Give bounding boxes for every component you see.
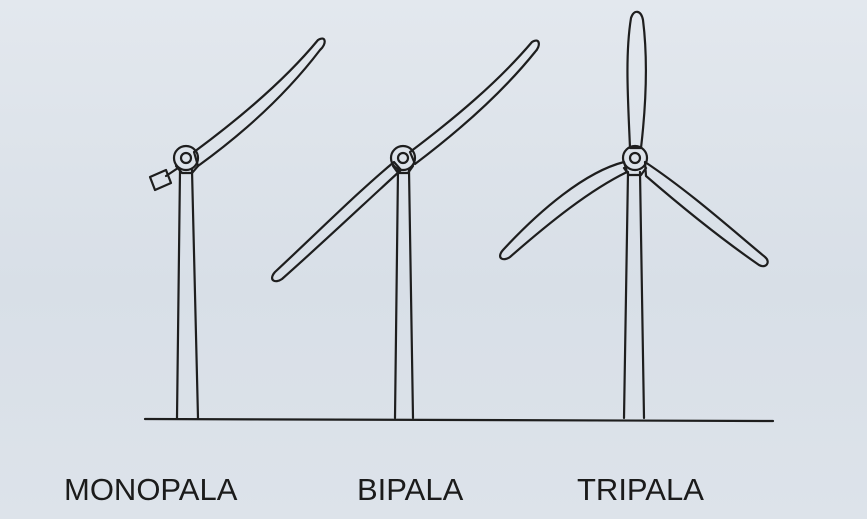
monopala-hub <box>172 144 200 172</box>
label-bipala: BIPALA <box>357 472 464 507</box>
ground-line <box>143 417 775 423</box>
turbine-monopala <box>148 37 326 420</box>
turbine-tripala <box>499 10 769 420</box>
label-monopala: MONOPALA <box>64 472 238 507</box>
bipala-blade-upper <box>408 39 540 166</box>
tripala-blade-left <box>499 160 629 261</box>
tripala-hub <box>621 144 649 172</box>
bipala-blade-lower <box>271 160 403 283</box>
monopala-tower <box>175 168 200 420</box>
monopala-counterweight <box>148 166 180 192</box>
tripala-tower <box>622 170 646 420</box>
tripala-blade-right <box>643 160 769 268</box>
tripala-blade-top <box>626 10 647 150</box>
bipala-tower <box>393 168 415 420</box>
turbine-bipala <box>271 39 540 420</box>
label-tripala: TRIPALA <box>577 472 704 507</box>
monopala-blade <box>192 37 326 168</box>
bipala-hub <box>389 144 417 172</box>
